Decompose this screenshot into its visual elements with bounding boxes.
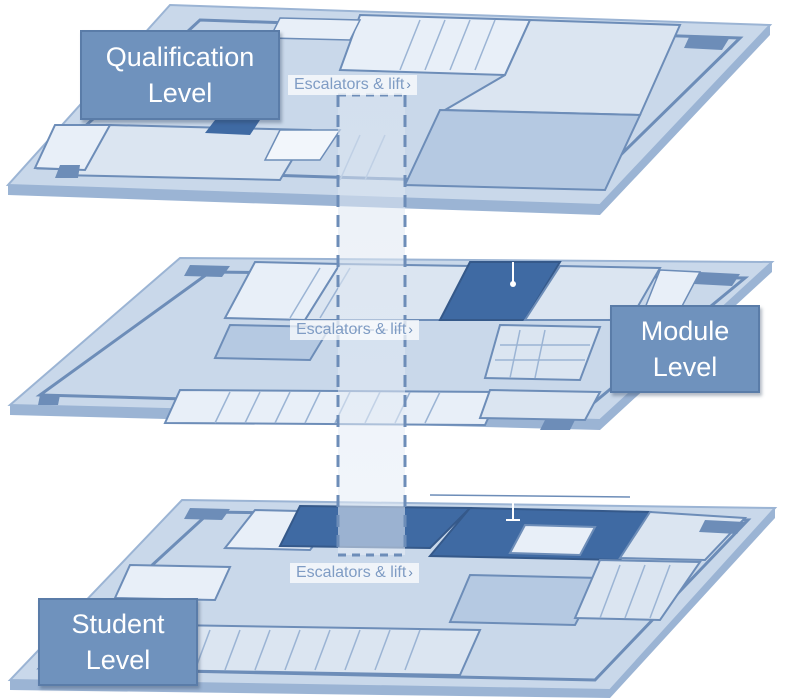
escalator-label-text: Escalators & lift [296,564,407,581]
escalator-label-top: Escalators & lift› [288,75,417,95]
arrow-right-icon: › [406,76,411,92]
level-label-line1: Student [71,609,165,639]
level-label-line2: Level [652,352,718,382]
arrow-right-icon: › [408,321,413,337]
arrow-right-icon: › [408,564,413,580]
qualification-level-label: Qualification Level [80,30,280,120]
level-label-line2: Level [147,78,213,108]
module-level-label: Module Level [610,305,760,393]
escalator-label-middle: Escalators & lift› [290,320,419,340]
student-level-label: Student Level [38,598,198,686]
level-label-line2: Level [85,645,151,675]
level-label-line1: Module [640,316,730,346]
escalator-label-text: Escalators & lift [296,321,407,338]
escalator-label-text: Escalators & lift [294,76,405,93]
student-floor [7,494,778,698]
level-label-line1: Qualification [105,42,255,72]
escalator-label-bottom: Escalators & lift› [290,563,419,583]
